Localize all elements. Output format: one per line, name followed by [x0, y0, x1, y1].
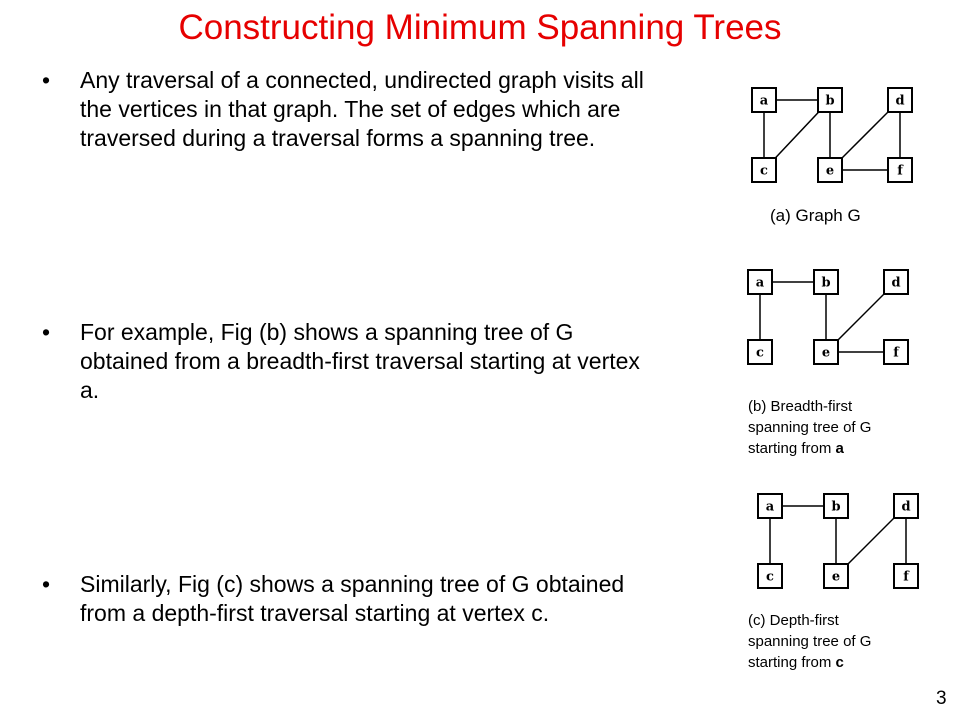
vertex-box [751, 157, 777, 183]
vertex-b: b [817, 87, 843, 113]
vertex-label: e [832, 570, 840, 585]
vertex-b: b [813, 269, 839, 295]
vertex-box [817, 87, 843, 113]
vertex-a: a [747, 269, 773, 295]
bfs-caption-line2: spanning tree of G [748, 419, 872, 436]
vertex-box [817, 157, 843, 183]
vertex-box [757, 493, 783, 519]
dfs-caption-start-vertex: c [835, 654, 844, 671]
slide-title: Constructing Minimum Spanning Trees [178, 8, 782, 47]
vertex-a: a [751, 87, 777, 113]
vertex-label: c [756, 346, 764, 361]
bfs-caption-line3: starting from a [748, 438, 871, 459]
vertex-box [823, 493, 849, 519]
bfs-tree-svg: a b d c e f [747, 269, 909, 365]
vertex-label: e [822, 346, 830, 361]
vertex-f: f [893, 563, 919, 589]
dfs-caption-prefix: starting from [748, 654, 836, 671]
vertex-d: d [887, 87, 913, 113]
vertex-label: d [891, 276, 900, 291]
vertex-e: e [823, 563, 849, 589]
bullet-text: For example, Fig (b) shows a spanning tr… [80, 319, 640, 403]
vertex-label: c [766, 570, 774, 585]
graph-g-caption: (a) Graph G [770, 206, 861, 225]
bullet-marker: • [42, 67, 51, 93]
vertex-a: a [757, 493, 783, 519]
vertex-label: a [756, 276, 765, 291]
bullet-text: Similarly, Fig (c) shows a spanning tree… [80, 571, 625, 626]
vertex-f: f [883, 339, 909, 365]
vertex-b: b [823, 493, 849, 519]
vertex-box [823, 563, 849, 589]
vertex-label: a [766, 500, 775, 515]
bullet-item-bfs-example: • For example, Fig (b) shows a spanning … [42, 318, 662, 405]
dfs-tree-diagram: a b d c e f [750, 490, 930, 594]
vertex-label: f [893, 346, 900, 361]
vertex-box [751, 87, 777, 113]
page-number: 3 [936, 688, 947, 709]
vertex-e: e [817, 157, 843, 183]
graph-g-diagram: a b d c e f [744, 84, 924, 188]
vertex-label: f [897, 164, 904, 179]
vertex-box [893, 563, 919, 589]
dfs-caption-line3: starting from c [748, 652, 871, 673]
vertex-label: a [760, 94, 769, 109]
vertex-box [813, 339, 839, 365]
vertex-label: b [831, 500, 840, 515]
bullet-marker: • [42, 571, 51, 597]
vertex-box [883, 339, 909, 365]
dfs-tree-svg: a b d c e f [757, 493, 919, 589]
vertex-label: d [901, 500, 910, 515]
vertex-label: c [760, 164, 768, 179]
vertex-box [893, 493, 919, 519]
vertex-c: c [747, 339, 773, 365]
vertex-f: f [887, 157, 913, 183]
vertex-box [883, 269, 909, 295]
vertex-box [813, 269, 839, 295]
vertex-d: d [883, 269, 909, 295]
vertex-box [887, 157, 913, 183]
vertex-e: e [813, 339, 839, 365]
vertex-box [757, 563, 783, 589]
vertex-c: c [757, 563, 783, 589]
vertex-label: b [825, 94, 834, 109]
vertex-label: d [895, 94, 904, 109]
vertex-label: f [903, 570, 910, 585]
graph-g-svg: a b d c e f [751, 87, 913, 183]
vertex-label: b [821, 276, 830, 291]
bfs-tree-caption: (b) Breadth-first spanning tree of G sta… [748, 396, 871, 459]
vertex-box [747, 269, 773, 295]
bullet-item-traversal: • Any traversal of a connected, undirect… [42, 66, 662, 153]
bullet-marker: • [42, 319, 51, 345]
dfs-caption-line1: (c) Depth-first [748, 612, 839, 629]
bfs-caption-line1: (b) Breadth-first [748, 398, 853, 415]
bullet-item-dfs-example: • Similarly, Fig (c) shows a spanning tr… [42, 570, 662, 628]
vertex-box [887, 87, 913, 113]
vertex-c: c [751, 157, 777, 183]
vertex-label: e [826, 164, 834, 179]
bfs-tree-diagram: a b d c e f [740, 266, 920, 370]
vertex-d: d [893, 493, 919, 519]
dfs-tree-caption: (c) Depth-first spanning tree of G start… [748, 610, 871, 673]
vertex-box [747, 339, 773, 365]
bfs-caption-prefix: starting from [748, 440, 836, 457]
dfs-caption-line2: spanning tree of G [748, 633, 872, 650]
bullet-text: Any traversal of a connected, undirected… [80, 67, 644, 151]
bfs-caption-start-vertex: a [835, 440, 844, 457]
